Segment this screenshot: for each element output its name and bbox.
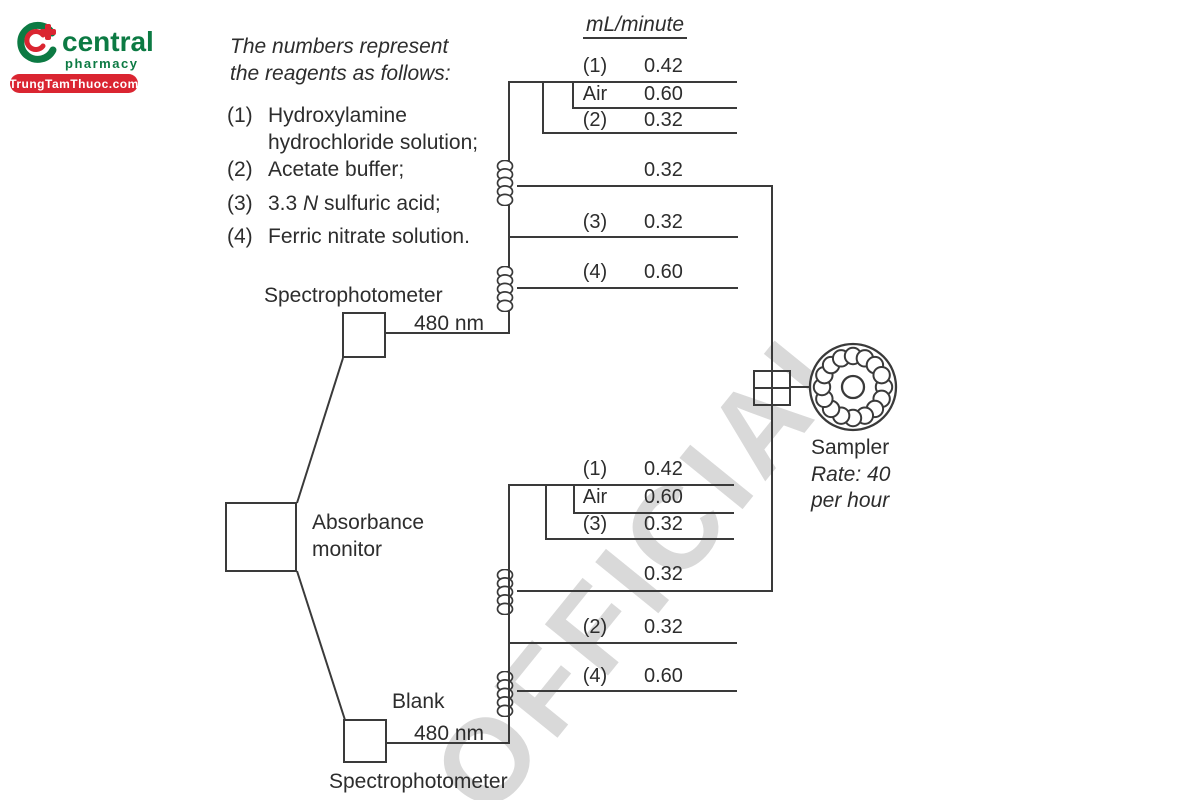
spectrophotometer-top-box xyxy=(342,312,386,358)
reagent-text: 3.3 N sulfuric acid; xyxy=(268,190,441,217)
reagent-num: (1) xyxy=(227,104,253,127)
absorbance-monitor-box xyxy=(225,502,297,572)
blank-label: Blank xyxy=(392,690,445,713)
spectrophotometer-bottom-label: Spectrophotometer xyxy=(329,770,508,793)
debubbler-to-sampler-line xyxy=(791,386,812,388)
wavelength-bottom-label: 480 nm xyxy=(414,722,485,745)
bottom-line3-value: 0.32 xyxy=(644,513,683,535)
debubbler-divider xyxy=(755,387,789,389)
top-reagent2-vertical xyxy=(542,81,544,134)
top-air-vertical xyxy=(572,81,574,109)
sampler-rate-line2: per hour xyxy=(811,489,890,512)
top-line2-value: 0.60 xyxy=(644,83,683,105)
bottom-line2-label: Air xyxy=(582,486,608,508)
reagent-num: (4) xyxy=(227,225,253,248)
bottom-flow-line-5 xyxy=(508,642,737,644)
mixing-coil-icon xyxy=(496,671,514,717)
reagent-item-2: (2) Acetate buffer; xyxy=(227,156,404,183)
legend-intro-line1: The numbers represent xyxy=(230,35,449,58)
top-manifold-vertical xyxy=(508,81,510,334)
reagent-text: Hydroxylamine hydrochloride solution; xyxy=(268,102,478,156)
reagent-text: Acetate buffer; xyxy=(268,158,405,181)
mixing-coil-icon xyxy=(496,266,514,312)
legend-intro: The numbers represent the reagents as fo… xyxy=(230,33,451,87)
top-line2-label: Air xyxy=(582,83,608,105)
bottom-line5-value: 0.32 xyxy=(644,616,683,638)
sampler-label: Sampler xyxy=(811,436,890,459)
absorbance-label-line2: monitor xyxy=(312,538,383,561)
bottom-line1-value: 0.42 xyxy=(644,458,683,480)
top-line5-label: (3) xyxy=(582,211,608,233)
top-flow-line-6 xyxy=(517,287,738,289)
reagent-num: (3) xyxy=(227,192,253,215)
top-line3-label: (2) xyxy=(582,109,608,131)
absorbance-label-line1: Absorbance xyxy=(312,511,425,534)
reagent-item-1: (1) Hydroxylamine hydrochloride solution… xyxy=(227,102,478,156)
top-flow-line-5 xyxy=(508,236,738,238)
bottom-line1-label: (1) xyxy=(582,458,608,480)
spectrophotometer-top-label: Spectrophotometer xyxy=(264,284,443,307)
reagent-num: (2) xyxy=(227,158,253,181)
reagent-text-line2: hydrochloride solution; xyxy=(268,131,479,154)
reagent-item-3: (3) 3.3 N sulfuric acid; xyxy=(227,190,441,217)
bottom-line3-label: (3) xyxy=(582,513,608,535)
reagent-text-em: N xyxy=(303,192,319,215)
bottom-flow-line-4 xyxy=(517,590,773,592)
top-flow-line-3 xyxy=(542,132,737,134)
sampler-rate-line1: Rate: 40 xyxy=(811,463,891,486)
top-line6-label: (4) xyxy=(582,261,608,283)
bottom-air-vertical xyxy=(573,484,575,514)
bottom-flow-line-2 xyxy=(573,512,734,514)
logo-brand-text: central xyxy=(62,26,154,57)
logo-badge: TrungTamThuoc.com xyxy=(9,74,138,93)
bottom-480nm-line xyxy=(387,742,510,744)
logo-sub-text: pharmacy xyxy=(65,56,139,71)
top-flow-line-2 xyxy=(572,107,737,109)
bottom-flow-line-6 xyxy=(517,690,737,692)
reagent-text-pre: 3.3 xyxy=(268,192,304,215)
bottom-line6-label: (4) xyxy=(582,665,608,687)
logo-c-icon xyxy=(17,21,57,63)
debubbler-box xyxy=(753,370,791,406)
bottom-line4-value: 0.32 xyxy=(644,563,683,585)
top-line5-value: 0.32 xyxy=(644,211,683,233)
reagent-text-line1: Hydroxylamine xyxy=(268,104,407,127)
wavelength-top-label: 480 nm xyxy=(414,312,485,335)
top-line1-label: (1) xyxy=(582,55,608,77)
reagent-text: Ferric nitrate solution. xyxy=(268,225,470,248)
flow-unit-text: mL/minute xyxy=(583,13,688,39)
top-line3-value: 0.32 xyxy=(644,109,683,131)
top-line4-value: 0.32 xyxy=(644,159,683,181)
sampler-wheel-icon xyxy=(808,342,898,432)
bottom-manifold-vertical xyxy=(508,484,510,744)
top-480nm-line xyxy=(384,332,510,334)
top-flow-line-1 xyxy=(508,81,737,83)
bottom-line2-value: 0.60 xyxy=(644,486,683,508)
mixing-coil-icon xyxy=(496,160,514,206)
flow-unit-header: mL/minute xyxy=(583,11,688,39)
reagent-item-4: (4) Ferric nitrate solution. xyxy=(227,223,470,250)
central-pharmacy-logo: central pharmacy TrungTamThuoc.com xyxy=(9,12,154,96)
bottom-line6-value: 0.60 xyxy=(644,665,683,687)
absorbance-monitor-label: Absorbance monitor xyxy=(312,509,424,563)
top-flow-line-4 xyxy=(517,185,773,187)
top-line1-value: 0.42 xyxy=(644,55,683,77)
bottom-flow-line-1 xyxy=(508,484,734,486)
bottom-line5-label: (2) xyxy=(582,616,608,638)
mixing-coil-icon xyxy=(496,569,514,615)
legend-intro-line2: the reagents as follows: xyxy=(230,62,451,85)
reagent-text-post: sulfuric acid; xyxy=(318,192,441,215)
spectrophotometer-bottom-box xyxy=(343,719,387,763)
top-line6-value: 0.60 xyxy=(644,261,683,283)
bottom-reagent3-vertical xyxy=(545,484,547,540)
bottom-flow-line-3 xyxy=(545,538,734,540)
